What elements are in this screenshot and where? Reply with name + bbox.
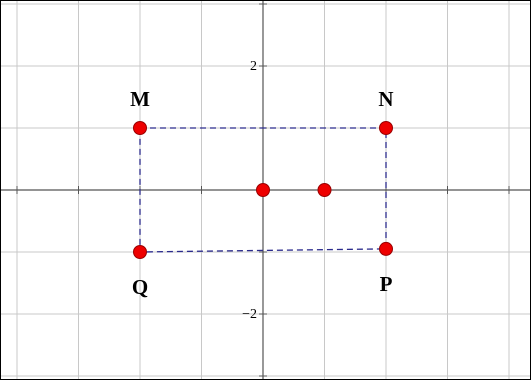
point bbox=[317, 183, 332, 197]
point-p bbox=[379, 241, 393, 256]
point-label-m: M bbox=[130, 87, 150, 111]
point-labels: M N P Q bbox=[130, 87, 394, 299]
rectangle-dashed-outline bbox=[139, 127, 387, 253]
tick-label: −2 bbox=[242, 307, 257, 322]
point-n bbox=[379, 121, 393, 135]
tick-labels: 2 −2 bbox=[242, 59, 257, 322]
point-label-p: P bbox=[380, 272, 393, 296]
point-q bbox=[133, 245, 147, 259]
rectangle-mnpq bbox=[139, 127, 387, 253]
point-m bbox=[133, 121, 147, 135]
point bbox=[256, 183, 270, 197]
tick-label: 2 bbox=[250, 59, 257, 74]
point-label-q: Q bbox=[132, 275, 148, 299]
point-label-n: N bbox=[378, 87, 393, 111]
points bbox=[133, 121, 393, 259]
